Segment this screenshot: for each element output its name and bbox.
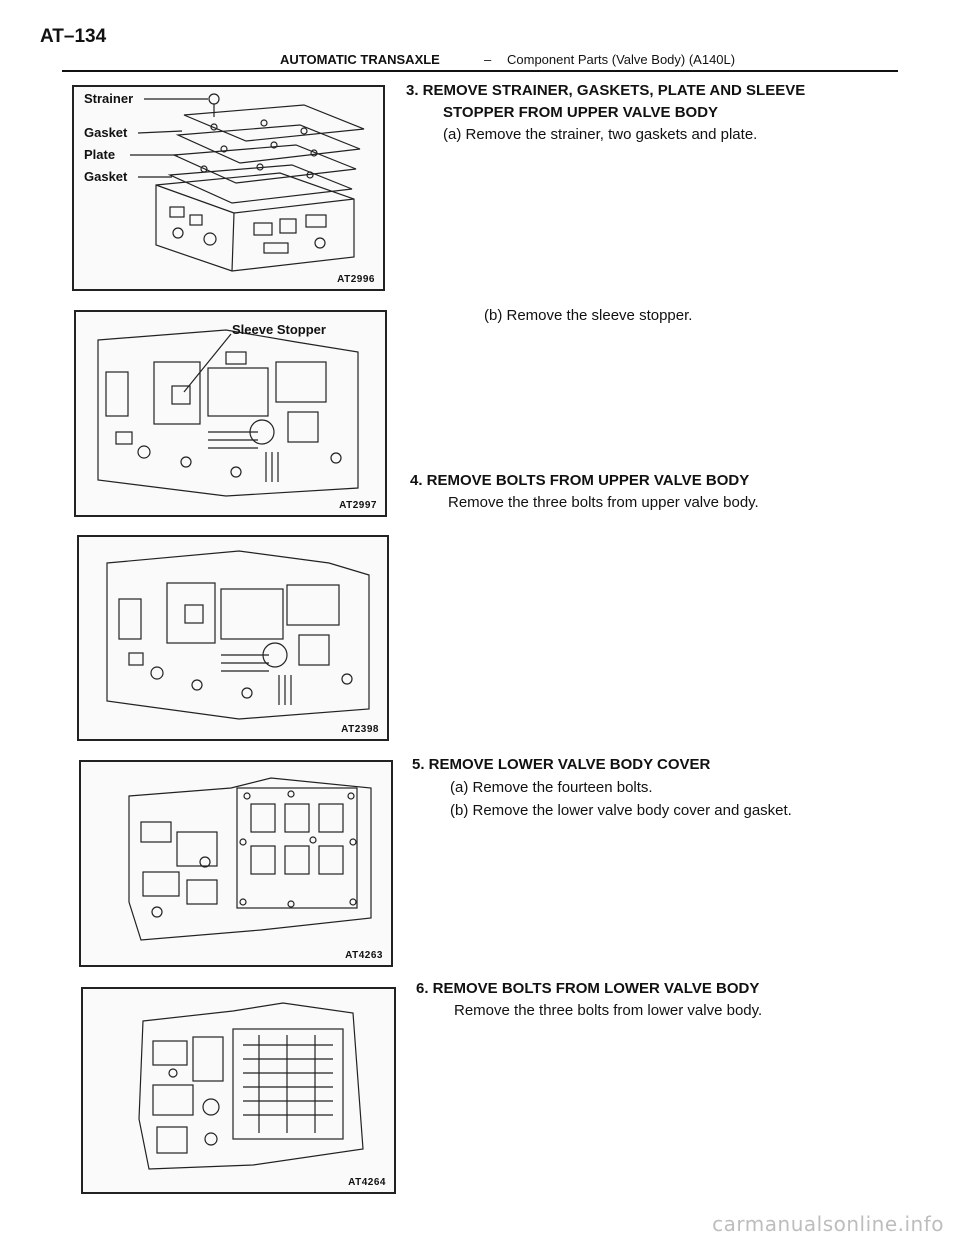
step-5a-text: (a) Remove the fourteen bolts.	[450, 779, 653, 796]
step-4-text: Remove the three bolts from upper valve …	[448, 494, 759, 511]
callout-strainer: Strainer	[84, 91, 134, 106]
figure-lower-valve-bolts: AT4264	[81, 987, 396, 1194]
figure-code: AT2398	[341, 724, 379, 735]
figure-code: AT2997	[339, 500, 377, 511]
figure-upper-valve-bolts: AT2398	[77, 535, 389, 741]
page-number: AT–134	[40, 26, 107, 47]
upper-valve-body-bolts-illustration	[106, 550, 370, 720]
lower-valve-body-cover-illustration	[128, 777, 372, 941]
lower-valve-body-bolts-illustration	[138, 1002, 364, 1170]
upper-valve-body-illustration	[97, 329, 359, 497]
step-3-heading-line1: 3. REMOVE STRAINER, GASKETS, PLATE AND S…	[406, 82, 806, 99]
callout-gasket-upper: Gasket	[84, 125, 128, 140]
step-3b-text: (b) Remove the sleeve stopper.	[484, 307, 693, 324]
step-5-heading: 5. REMOVE LOWER VALVE BODY COVER	[412, 756, 711, 773]
figure-lower-valve-cover: AT4263	[79, 760, 393, 967]
step-3-heading-line2: STOPPER FROM UPPER VALVE BODY	[443, 104, 719, 121]
figure-strainer-gaskets: Strainer Gasket Plate Gasket AT2996	[72, 85, 385, 291]
step-6-text: Remove the three bolts from lower valve …	[454, 1002, 763, 1019]
step-4-heading: 4. REMOVE BOLTS FROM UPPER VALVE BODY	[410, 472, 750, 489]
callout-gasket-lower: Gasket	[84, 169, 128, 184]
figure-code: AT2996	[337, 274, 375, 285]
watermark: carmanualsonline.info	[712, 1212, 944, 1236]
figure-code: AT4264	[348, 1177, 386, 1188]
callout-plate: Plate	[84, 147, 116, 162]
section-title: AUTOMATIC TRANSAXLE	[280, 52, 440, 67]
callout-sleeve-stopper: Sleeve Stopper	[232, 322, 326, 337]
step-6-heading: 6. REMOVE BOLTS FROM LOWER VALVE BODY	[416, 980, 760, 997]
header-rule	[62, 70, 898, 72]
header-separator: –	[484, 52, 492, 67]
step-5b-text: (b) Remove the lower valve body cover an…	[450, 802, 792, 819]
step-3a-text: (a) Remove the strainer, two gaskets and…	[443, 126, 758, 143]
figure-code: AT4263	[345, 950, 383, 961]
figure-sleeve-stopper: Sleeve Stopper AT2997	[74, 310, 387, 517]
valve-body-exploded-illustration	[130, 93, 365, 272]
section-subtitle: Component Parts (Valve Body) (A140L)	[507, 52, 736, 67]
